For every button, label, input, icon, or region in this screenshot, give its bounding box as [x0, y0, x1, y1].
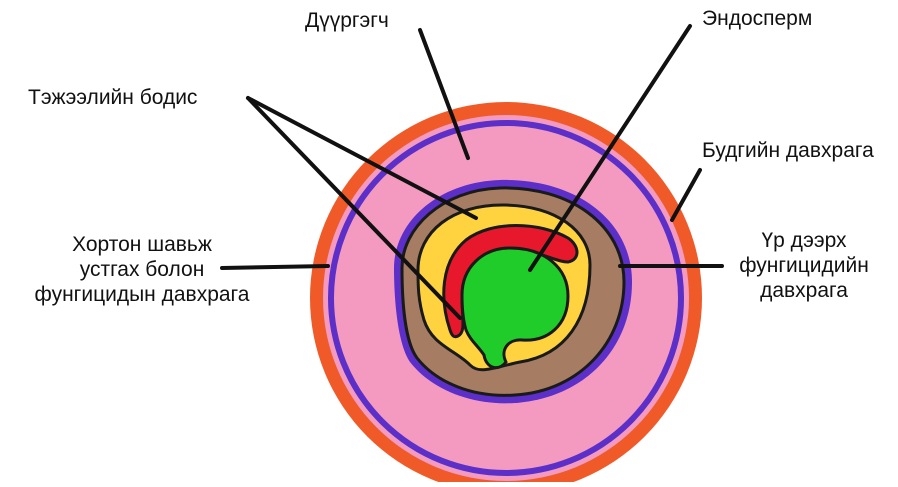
- label-seed-fungicide-line2: фунгицидийн: [724, 253, 884, 278]
- label-filler: Дүүргэгч: [305, 8, 389, 33]
- label-seed-fungicide: Үр дээрх фунгицидийн давхрага: [724, 228, 884, 303]
- label-protect-fungicide-line3: фунгицидын давхрага: [24, 282, 260, 307]
- label-coating: Будгийн давхрага: [702, 138, 874, 163]
- leader-line-coating: [672, 170, 700, 220]
- label-nutrient: Тэжээлийн бодис: [28, 85, 197, 110]
- label-protect-fungicide-line1: Хортон шавьж: [24, 232, 260, 257]
- label-protect-fungicide-line2: устгах болон: [24, 257, 260, 282]
- label-endosperm: Эндосперм: [702, 6, 812, 31]
- label-seed-fungicide-line3: давхрага: [724, 278, 884, 303]
- label-seed-fungicide-line1: Үр дээрх: [724, 228, 884, 253]
- label-protect-fungicide: Хортон шавьж устгах болон фунгицидын дав…: [24, 232, 260, 307]
